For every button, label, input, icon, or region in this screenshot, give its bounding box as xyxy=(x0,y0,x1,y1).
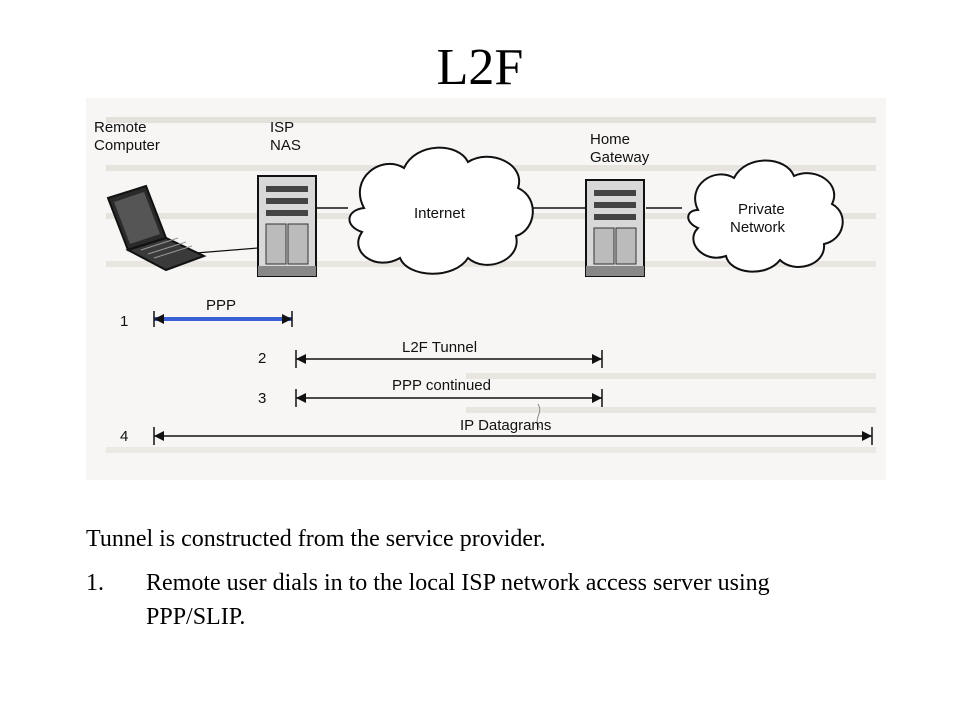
remote-computer-label-line2: Computer xyxy=(94,137,160,154)
private-network-label-line1: Private xyxy=(738,201,785,218)
private-network-cloud-icon xyxy=(687,159,844,273)
row-2-right-arrowhead xyxy=(592,354,602,364)
step-text: Remote user dials in to the local ISP ne… xyxy=(146,570,770,630)
home-gateway-label-line1: Home xyxy=(590,131,630,148)
private-network-label: Private Network xyxy=(730,201,789,236)
row-3-label: PPP continued xyxy=(392,377,491,394)
row-3-number: 3 xyxy=(258,390,266,407)
row-1-right-arrowhead xyxy=(282,314,292,324)
row-1-number: 1 xyxy=(120,313,128,330)
l2f-diagram: Remote Computer ISP NAS Internet xyxy=(86,98,886,480)
step-number: 1. xyxy=(86,570,104,596)
row-4-label: IP Datagrams xyxy=(460,417,551,434)
row-1-left-arrowhead xyxy=(154,314,164,324)
remote-computer-label-line1: Remote xyxy=(94,119,147,136)
row-3-left-arrowhead xyxy=(296,393,306,403)
step-item: 1. Remote user dials in to the local ISP… xyxy=(86,566,846,634)
row-2-left-arrowhead xyxy=(296,354,306,364)
internet-cloud-icon xyxy=(348,146,534,275)
home-gateway-server-icon xyxy=(585,179,645,277)
row-1-label: PPP xyxy=(206,297,236,314)
isp-nas-label: ISP NAS xyxy=(270,119,301,154)
internet-label: Internet xyxy=(414,205,466,222)
home-gateway-label-line2: Gateway xyxy=(590,149,650,166)
row-2-label: L2F Tunnel xyxy=(402,339,477,356)
home-gateway-label: Home Gateway xyxy=(590,131,650,166)
diagram-canvas: Remote Computer ISP NAS Internet xyxy=(86,98,886,480)
isp-nas-label-line2: NAS xyxy=(270,137,301,154)
isp-nas-server-icon xyxy=(257,175,317,277)
row-4-number: 4 xyxy=(120,428,128,445)
row-4-right-arrowhead xyxy=(862,431,872,441)
private-network-label-line2: Network xyxy=(730,219,786,236)
slide-caption: Tunnel is constructed from the service p… xyxy=(86,526,546,552)
remote-computer-label: Remote Computer xyxy=(94,119,160,154)
link-laptop-nas xyxy=(195,247,259,254)
isp-nas-label-line1: ISP xyxy=(270,119,294,136)
row-3-squiggle xyxy=(536,403,541,429)
row-3-right-arrowhead xyxy=(592,393,602,403)
row-2-number: 2 xyxy=(258,350,266,367)
laptop-icon xyxy=(106,184,207,272)
row-4-left-arrowhead xyxy=(154,431,164,441)
slide-title: L2F xyxy=(436,39,524,96)
